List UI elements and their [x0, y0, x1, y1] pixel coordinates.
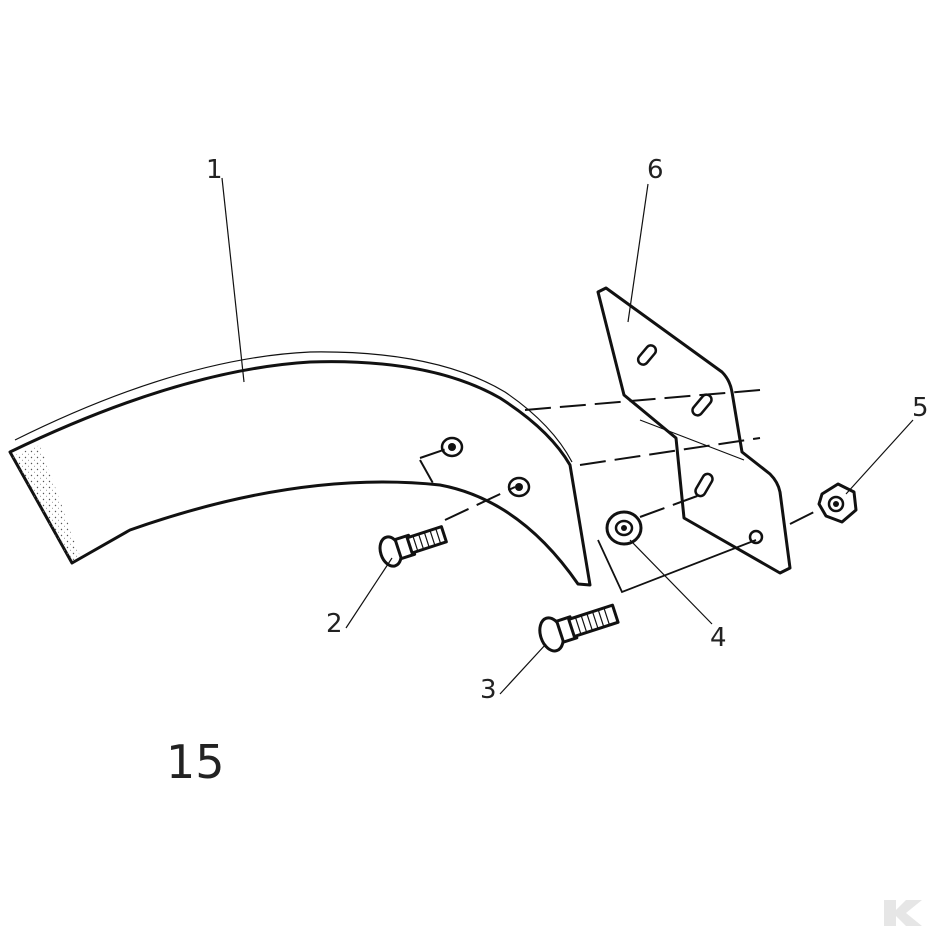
part-label-2: 2: [326, 609, 343, 639]
figure-number: 15: [166, 735, 225, 789]
part-label-5: 5: [912, 393, 929, 423]
part-label-4: 4: [710, 623, 727, 653]
part-3-carriage-bolt: [538, 603, 620, 653]
part-label-1: 1: [206, 155, 223, 185]
part-1-tine-blade: [8, 351, 592, 587]
part-4-washer: [605, 510, 643, 546]
brand-k-logo: [884, 900, 922, 926]
part-6-mounting-bracket: [596, 286, 792, 575]
part-label-3: 3: [480, 675, 497, 705]
part-label-6: 6: [647, 155, 664, 185]
part-2-carriage-bolt: [378, 525, 448, 568]
part-5-hex-nut: [817, 482, 858, 524]
leader-lines: [221, 177, 914, 695]
assembly-lines: [419, 389, 819, 594]
